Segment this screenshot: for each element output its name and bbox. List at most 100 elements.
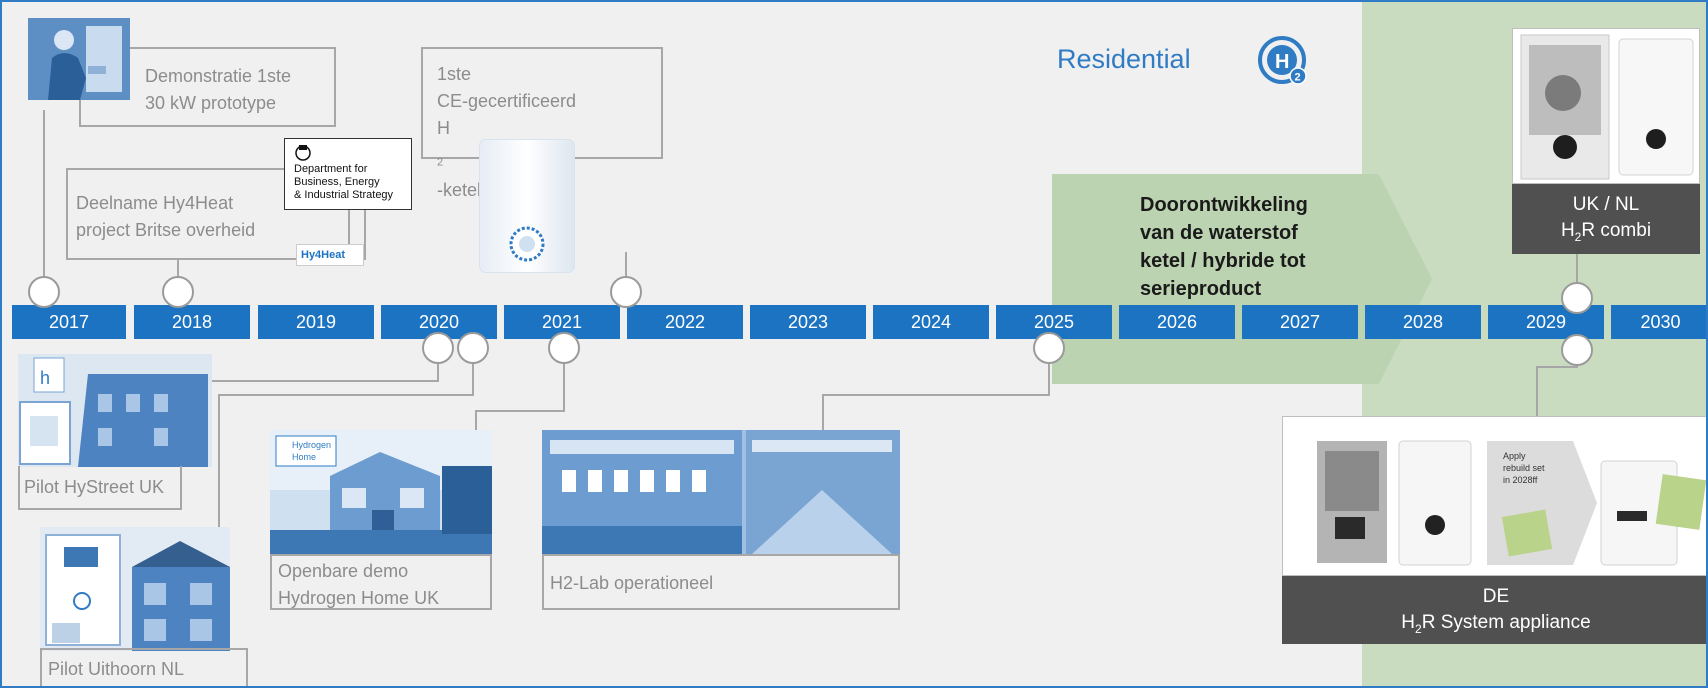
connector-2020-b-v: [218, 394, 220, 527]
year-2021: 2021: [504, 305, 620, 339]
development-text: Doorontwikkeling van de waterstof ketel …: [1140, 191, 1308, 303]
milestone-node-2021: [548, 332, 580, 364]
h2-logo-icon: H 2: [1258, 36, 1307, 85]
connector-2025: [1048, 354, 1050, 396]
uithoorn-photo: [40, 527, 230, 651]
milestone-node-2021-ce: [610, 276, 642, 308]
de-sticker-line-2: rebuild set: [1503, 463, 1545, 473]
product-uk-nl: UK / NL H2R combi: [1512, 184, 1700, 254]
hydrogen-home-logo-line-1: Hydrogen: [292, 440, 331, 450]
hy4heat-logo-text: Hy4Heat: [301, 249, 346, 261]
ce-boiler-line-2: CE-gecertificeerd: [437, 91, 577, 111]
milestone-node-2029-uk: [1561, 282, 1593, 314]
development-line-1: Doorontwikkeling: [1140, 194, 1308, 216]
connector-2020-a-h: [212, 380, 439, 382]
slide-title: Residential: [1057, 44, 1191, 74]
connector-2020-a: [437, 354, 439, 382]
connector-2025-h: [822, 394, 1050, 396]
development-line-2: van de waterstof: [1140, 222, 1298, 244]
milestone-hystreet: Pilot HyStreet UK: [18, 466, 182, 510]
year-2019: 2019: [258, 305, 374, 339]
beis-line-2: Business, Energy: [294, 176, 380, 188]
milestone-hydrogen-home: Openbare demo Hydrogen Home UK: [270, 554, 492, 610]
development-line-4: serieproduct: [1140, 278, 1262, 300]
de-rest: R System appliance: [1421, 612, 1591, 633]
ce-boiler-sub: 2: [437, 156, 444, 169]
connector-2021-v: [475, 410, 477, 430]
connector-beis-hy4heat: [348, 210, 350, 246]
milestone-node-2020-a: [422, 332, 454, 364]
connector-2029-de-h: [1536, 366, 1578, 368]
h2-lab-photo: [542, 430, 900, 554]
development-line-3: ketel / hybride tot: [1140, 250, 1306, 272]
connector-2025-v: [822, 394, 824, 430]
ce-boiler-line-1: 1ste: [437, 64, 472, 84]
ce-boiler-h: H: [437, 118, 450, 138]
year-2026: 2026: [1119, 305, 1235, 339]
year-2024: 2024: [873, 305, 989, 339]
demo-prototype-line-2: 30 kW prototype: [145, 93, 277, 113]
hydrogen-home-photo: Hydrogen Home: [270, 430, 492, 554]
development-arrow: [1052, 174, 1432, 384]
de-product-photo: Apply rebuild set in 2028ff: [1282, 416, 1706, 576]
year-2022: 2022: [627, 305, 743, 339]
hystreet-photo: h: [18, 354, 212, 467]
uk-nl-h: H: [1560, 220, 1575, 241]
milestone-demo-prototype: Demonstratie 1ste 30 kW prototype: [79, 47, 336, 127]
prototype-photo: [28, 18, 130, 100]
milestone-uithoorn: Pilot Uithoorn NL: [40, 648, 248, 686]
connector-2021-h: [475, 410, 565, 412]
product-de: DE H2R System appliance: [1282, 576, 1706, 644]
milestone-node-2029-de: [1561, 334, 1593, 366]
year-2029: 2029: [1488, 305, 1604, 339]
year-2017: 2017: [12, 305, 126, 339]
hystreet-label: Pilot HyStreet UK: [24, 477, 165, 497]
uk-nl-sub: 2: [1574, 229, 1582, 244]
connector-2020-b: [472, 354, 474, 396]
h2-logo-subscript: 2: [1295, 72, 1301, 84]
uk-nl-line-2: H2R combi: [1512, 218, 1700, 250]
uithoorn-label: Pilot Uithoorn NL: [48, 659, 185, 679]
h2-logo-letter: H: [1275, 51, 1289, 73]
de-sub: 2: [1415, 621, 1422, 636]
year-2018: 2018: [134, 305, 250, 339]
ce-boiler-line-3: H 2 -ketel: [437, 115, 661, 204]
milestone-node-2025: [1033, 332, 1065, 364]
year-2028: 2028: [1365, 305, 1481, 339]
connector-2018: [177, 258, 179, 282]
connector-2017: [43, 110, 45, 290]
connector-2029-uk: [1576, 252, 1578, 286]
hydrogen-home-logo-line-2: Home: [292, 452, 316, 462]
hy4heat-logo: Hy4Heat: [296, 244, 364, 266]
demo-prototype-line-1: Demonstratie 1ste: [145, 66, 292, 86]
h2-lab-label: H2-Lab operationeel: [550, 573, 714, 593]
milestone-node-2020-b: [457, 332, 489, 364]
milestone-hy4heat: Deelname Hy4Heat project Britse overheid: [66, 168, 366, 260]
year-2027: 2027: [1242, 305, 1358, 339]
connector-2020-b-h: [218, 394, 474, 396]
hy4heat-line-1: Deelname Hy4Heat: [76, 193, 234, 213]
milestone-h2-lab: H2-Lab operationeel: [542, 554, 900, 610]
de-sticker-line-1: Apply: [1503, 451, 1526, 461]
de-h: H: [1401, 612, 1416, 633]
de-line-1: DE: [1482, 586, 1510, 607]
beis-line-1: Department for: [294, 163, 368, 175]
connector-2029-de: [1536, 366, 1538, 418]
uk-nl-line-1: UK / NL: [1572, 194, 1640, 215]
hydrogen-home-line-2: Hydrogen Home UK: [278, 588, 440, 608]
uk-nl-product-photo: [1512, 28, 1700, 184]
year-2030: 2030: [1611, 305, 1706, 339]
svg-text:h: h: [40, 368, 50, 388]
milestone-node-2018: [162, 276, 194, 308]
hy4heat-line-2: project Britse overheid: [76, 220, 256, 240]
uk-nl-rest: R combi: [1581, 220, 1652, 241]
hydrogen-home-line-1: Openbare demo: [278, 561, 409, 581]
de-sticker-line-3: in 2028ff: [1503, 475, 1538, 485]
de-line-2: H2R System appliance: [1282, 610, 1706, 642]
ce-boiler-image: [479, 139, 575, 273]
year-2023: 2023: [750, 305, 866, 339]
connector-2021: [563, 354, 565, 412]
connector-2021-ce: [625, 252, 627, 282]
ce-boiler-rest: -ketel: [437, 179, 482, 200]
